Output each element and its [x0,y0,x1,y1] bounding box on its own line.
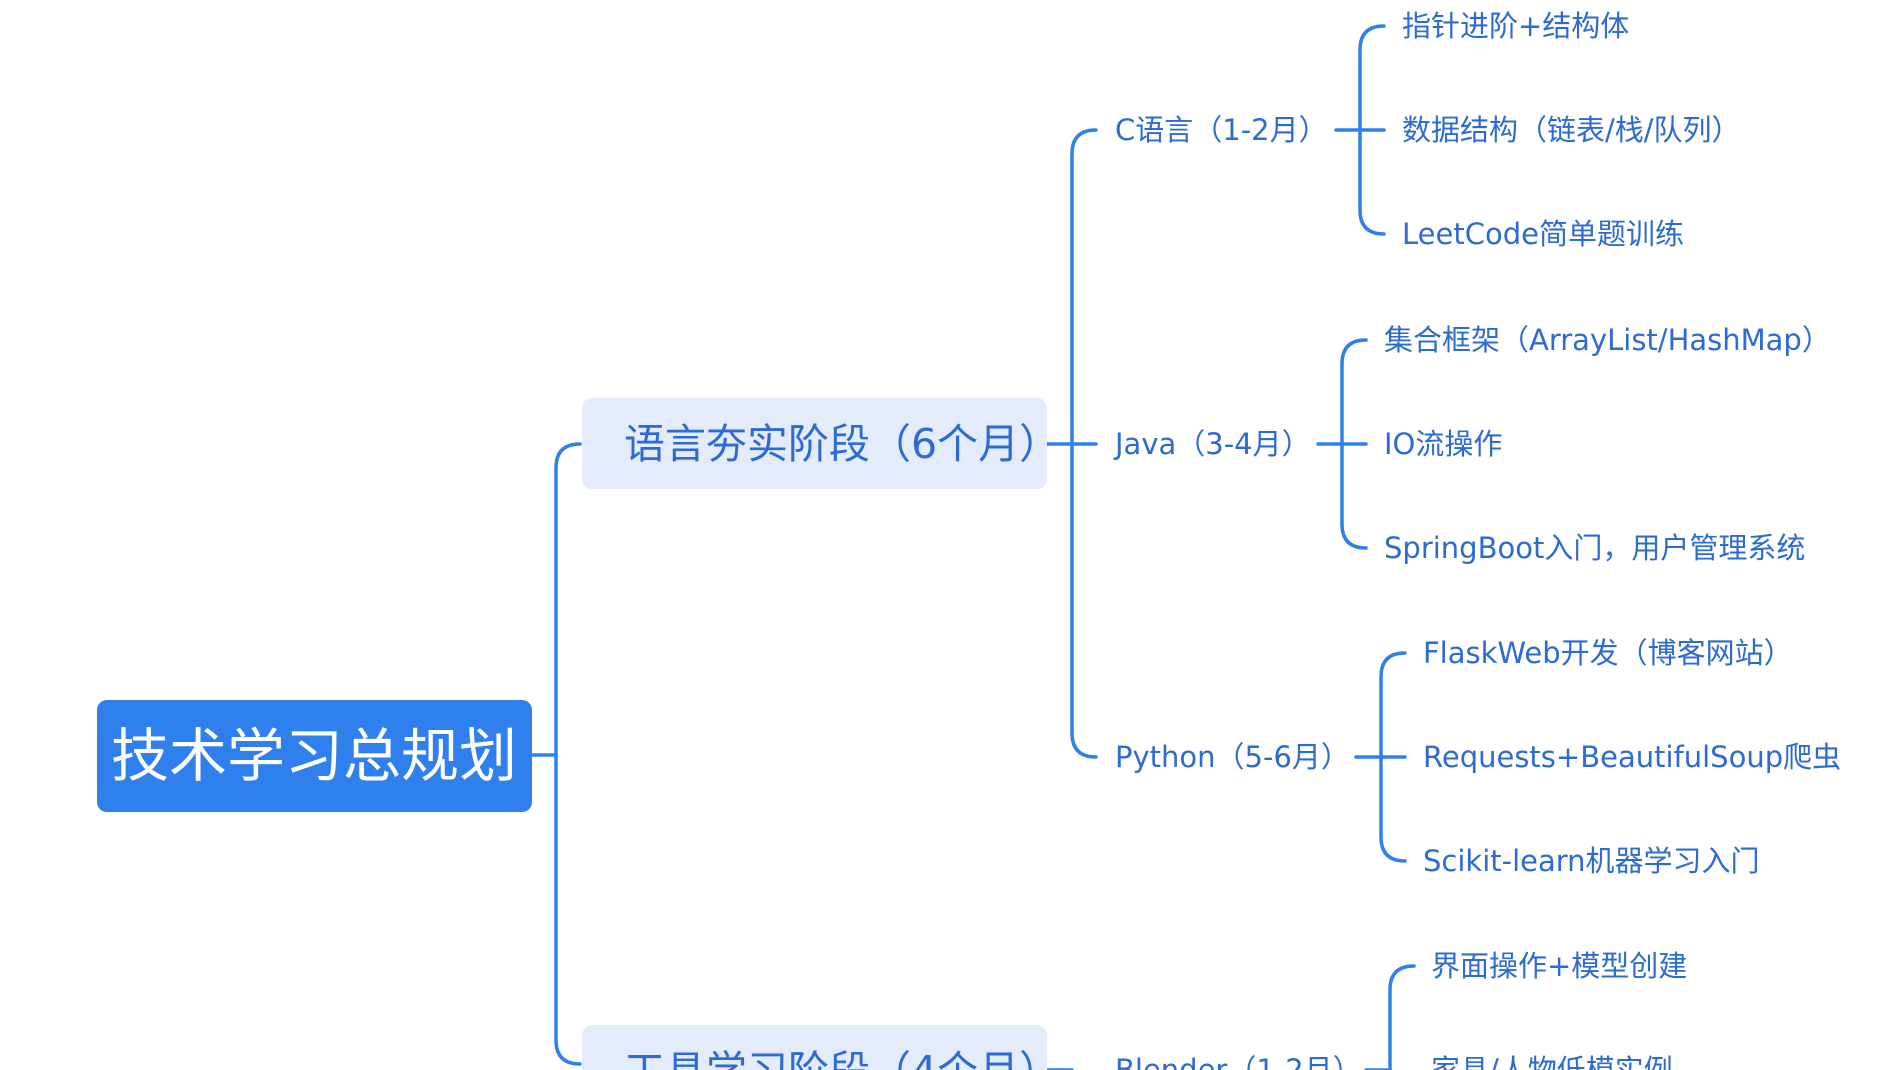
topic-node[interactable]: 数据结构（链表/栈/队列） [1402,113,1741,147]
topic-node[interactable]: 家具/人物低模实例 [1431,1053,1673,1070]
root-node[interactable]: 技术学习总规划 [97,700,532,812]
root-node-box [97,700,532,812]
connector-root-stages [554,442,582,1066]
topic-node[interactable]: Scikit-learn机器学习入门 [1423,844,1760,878]
topic-node[interactable]: FlaskWeb开发（博客网站） [1423,636,1793,670]
stage-node-box [582,1025,1047,1070]
topic-node[interactable]: 界面操作+模型创建 [1431,949,1687,983]
stage-node-label: 工具学习阶段（4个月） [624,1047,1060,1070]
topic-node[interactable]: Requests+BeautifulSoup爬虫 [1423,740,1841,774]
stage-node-label: 语言夯实阶段（6个月） [624,420,1060,468]
stage-node-language[interactable]: 语言夯实阶段（6个月） [582,398,1060,489]
stage-node-box [582,398,1047,489]
root-node-label: 技术学习总规划 [111,722,517,790]
language-node-python[interactable]: Python（5-6月） [1115,740,1350,774]
topic-node[interactable]: LeetCode简单题训练 [1402,217,1684,251]
stage-node-tools[interactable]: 工具学习阶段（4个月） [582,1025,1060,1070]
connectors [530,24,1416,1070]
topic-node[interactable]: SpringBoot入门，用户管理系统 [1384,531,1805,565]
language-node-java[interactable]: Java（3-4月） [1113,427,1311,461]
topic-node[interactable]: 集合框架（ArrayList/HashMap） [1384,323,1831,357]
language-node-blender[interactable]: Blender（1-2月） [1115,1053,1362,1070]
language-node-c[interactable]: C语言（1-2月） [1115,113,1328,147]
topic-node[interactable]: 指针进阶+结构体 [1402,9,1629,43]
topic-node[interactable]: IO流操作 [1384,427,1502,461]
connector-lang-blender-topics [1388,964,1416,1070]
